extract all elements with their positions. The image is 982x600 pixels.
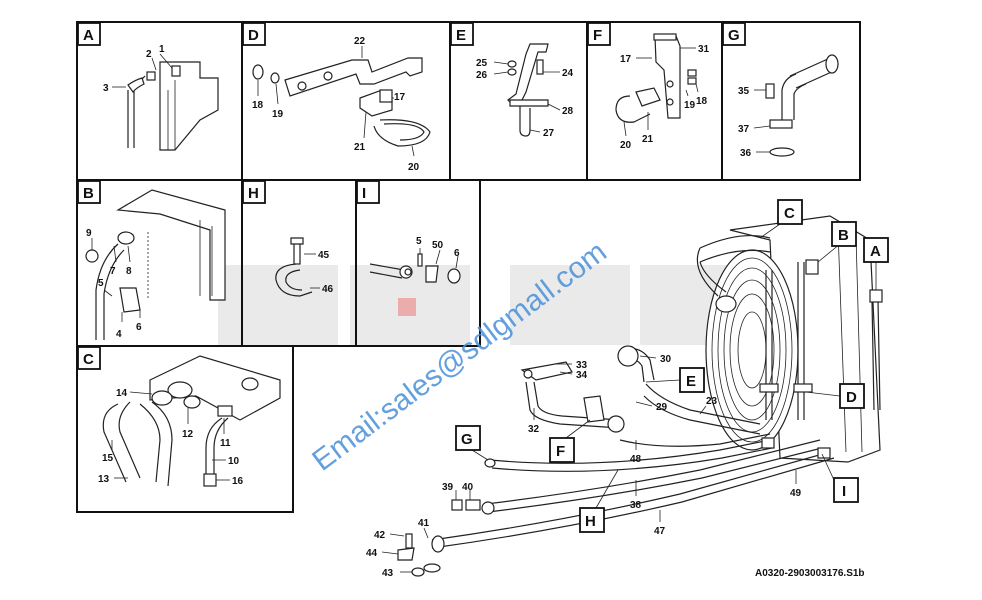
- svg-text:H: H: [248, 185, 259, 202]
- svg-text:29: 29: [656, 402, 668, 413]
- panel-C: C 14 15 12 11 10 13 16: [76, 345, 294, 513]
- svg-text:14: 14: [116, 388, 128, 399]
- svg-text:3: 3: [103, 83, 109, 94]
- svg-text:31: 31: [698, 44, 710, 55]
- svg-text:34: 34: [576, 370, 588, 381]
- callout-F: F: [549, 419, 591, 463]
- svg-text:B: B: [838, 227, 849, 244]
- svg-text:13: 13: [98, 474, 110, 485]
- svg-text:35: 35: [738, 86, 750, 97]
- svg-text:47: 47: [654, 526, 666, 537]
- svg-text:32: 32: [528, 424, 540, 435]
- callout-B: B: [817, 221, 857, 263]
- svg-text:27: 27: [543, 128, 555, 139]
- svg-text:20: 20: [408, 162, 420, 173]
- callout-A: A: [863, 237, 889, 290]
- callout-G: G: [455, 425, 489, 461]
- svg-text:19: 19: [684, 100, 696, 111]
- svg-text:24: 24: [562, 68, 574, 79]
- svg-text:7: 7: [110, 266, 116, 277]
- svg-text:28: 28: [562, 106, 574, 117]
- svg-text:F: F: [556, 443, 565, 460]
- svg-text:22: 22: [354, 36, 366, 47]
- svg-text:45: 45: [318, 250, 330, 261]
- svg-text:10: 10: [228, 456, 240, 467]
- svg-text:G: G: [728, 27, 740, 44]
- svg-text:2: 2: [146, 49, 152, 60]
- panel-E: E 25 26 24 28 27: [449, 21, 588, 181]
- svg-text:6: 6: [136, 322, 142, 333]
- panel-A: A 2 1 3: [76, 21, 243, 181]
- svg-text:38: 38: [630, 500, 642, 511]
- svg-text:8: 8: [126, 266, 132, 277]
- svg-text:36: 36: [740, 148, 752, 159]
- svg-text:C: C: [784, 205, 795, 222]
- svg-text:41: 41: [418, 518, 430, 529]
- callout-H: H: [579, 469, 619, 533]
- svg-text:39: 39: [442, 482, 454, 493]
- svg-text:16: 16: [232, 476, 244, 487]
- panel-H: H 45 46: [241, 179, 357, 347]
- svg-text:48: 48: [630, 454, 642, 465]
- svg-text:5: 5: [416, 236, 422, 247]
- svg-text:E: E: [686, 373, 696, 390]
- panel-F: F 17 31 19 18 20 21: [586, 21, 723, 181]
- panel-B: B 9 7 8 5 4 6: [76, 179, 243, 347]
- main-assembly-view: 33 34 30 29 23 32 48 39 40 38 49 42 41 4…: [366, 199, 889, 579]
- svg-text:21: 21: [354, 142, 366, 153]
- svg-text:G: G: [461, 431, 473, 448]
- svg-text:26: 26: [476, 70, 488, 81]
- callout-D: D: [805, 383, 865, 409]
- svg-text:23: 23: [706, 396, 718, 407]
- svg-text:6: 6: [454, 248, 460, 259]
- svg-text:46: 46: [322, 284, 334, 295]
- svg-text:20: 20: [620, 140, 632, 151]
- svg-text:44: 44: [366, 548, 378, 559]
- panel-letter: A: [83, 27, 94, 44]
- svg-text:H: H: [585, 513, 596, 530]
- svg-text:40: 40: [462, 482, 474, 493]
- panel-I: I 5 50 6: [355, 179, 481, 347]
- svg-text:21: 21: [642, 134, 654, 145]
- svg-text:18: 18: [252, 100, 264, 111]
- svg-text:37: 37: [738, 124, 750, 135]
- svg-text:43: 43: [382, 568, 394, 579]
- svg-text:19: 19: [272, 109, 284, 120]
- svg-text:11: 11: [220, 438, 231, 449]
- svg-text:50: 50: [432, 240, 444, 251]
- svg-text:15: 15: [102, 453, 114, 464]
- svg-text:D: D: [248, 27, 259, 44]
- svg-text:4: 4: [116, 329, 122, 340]
- svg-text:25: 25: [476, 58, 488, 69]
- svg-text:17: 17: [394, 92, 406, 103]
- callout-E: E: [645, 367, 705, 393]
- callout-I: I: [821, 453, 859, 503]
- svg-text:1: 1: [159, 44, 165, 55]
- panel-G: G 35 37 36: [721, 21, 861, 181]
- svg-text:B: B: [83, 185, 94, 202]
- svg-text:49: 49: [790, 488, 802, 499]
- panel-D: D 22 18 19 17 21 20: [241, 21, 451, 181]
- svg-text:12: 12: [182, 429, 194, 440]
- svg-text:A: A: [870, 243, 881, 260]
- drawing-reference: A0320-2903003176.S1b: [755, 568, 865, 579]
- svg-text:30: 30: [660, 354, 672, 365]
- svg-text:I: I: [362, 185, 366, 202]
- svg-text:9: 9: [86, 228, 92, 239]
- svg-text:F: F: [593, 27, 602, 44]
- svg-text:D: D: [846, 389, 857, 406]
- svg-text:42: 42: [374, 530, 386, 541]
- svg-text:17: 17: [620, 54, 632, 65]
- svg-text:I: I: [842, 483, 846, 500]
- svg-text:E: E: [456, 27, 466, 44]
- svg-text:5: 5: [98, 278, 104, 289]
- svg-text:C: C: [83, 351, 94, 368]
- svg-text:18: 18: [696, 96, 708, 107]
- callout-C: C: [759, 199, 803, 239]
- svg-text:33: 33: [576, 360, 588, 371]
